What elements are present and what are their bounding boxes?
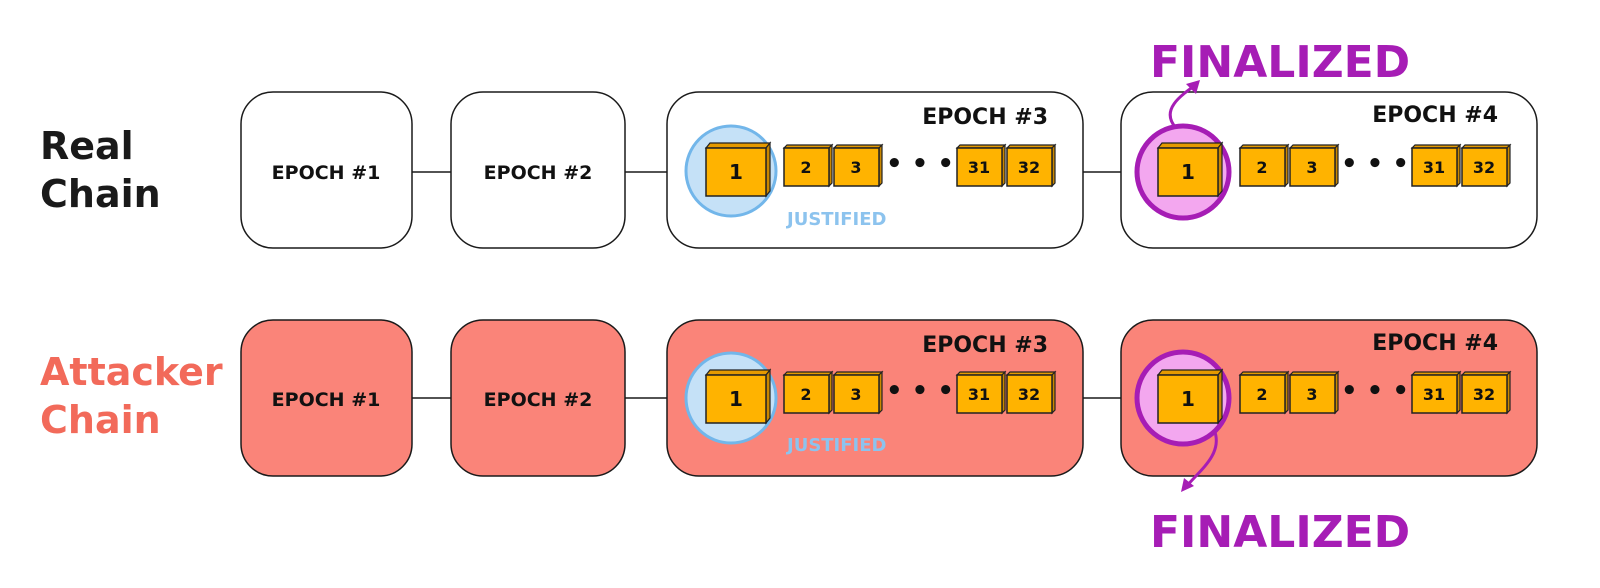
attacker-justified-label: JUSTIFIED [785, 435, 886, 456]
real-epoch-3-block-1: 1 [704, 141, 772, 198]
real-epoch-1-label: EPOCH #1 [272, 162, 381, 184]
attacker-epoch-2-box [450, 319, 626, 477]
attacker-epoch-3-block-32: 32 [1005, 370, 1057, 415]
attacker-chain-label-line1: Attacker [40, 350, 223, 394]
block-number: 1 [729, 387, 743, 411]
attacker-epoch-4-block-32: 32 [1460, 370, 1512, 415]
block-number: 3 [1306, 158, 1317, 177]
real-justified-label: JUSTIFIED [785, 209, 886, 230]
block-number: 1 [1181, 160, 1195, 184]
real-epoch-4-block-1: 1 [1156, 141, 1224, 198]
real-epoch-2-box [450, 91, 626, 249]
real-epoch-4-block-32: 32 [1460, 143, 1512, 188]
real-chain-label: Real Chain [40, 122, 161, 218]
attacker-epoch-4-block-1: 1 [1156, 368, 1224, 425]
real-epoch-4-block-3: 3 [1288, 143, 1340, 188]
attacker-epoch-4-block-31: 31 [1410, 370, 1462, 415]
block-number: 2 [800, 385, 811, 404]
attacker-epoch-3-block-31: 31 [955, 370, 1007, 415]
ellipsis: • • • [886, 376, 954, 406]
block-number: 32 [1473, 385, 1495, 404]
real-epoch-1-box [240, 91, 413, 249]
finalized-arrowhead-icon [1181, 478, 1194, 492]
real-epoch-4-block-2: 2 [1238, 143, 1290, 188]
block-number: 1 [1181, 387, 1195, 411]
real-epoch-3-block-3: 3 [832, 143, 884, 188]
block-number: 31 [968, 385, 990, 404]
finalized-label-bottom: FINALIZED [1150, 507, 1410, 558]
attacker-epoch-1-label: EPOCH #1 [272, 389, 381, 411]
block-number: 32 [1018, 158, 1040, 177]
ellipsis: • • • [1341, 376, 1409, 406]
real-chain-label-line1: Real [40, 124, 134, 168]
block-number: 2 [1256, 158, 1267, 177]
real-epoch-2-label: EPOCH #2 [484, 162, 593, 184]
block-number: 31 [1423, 385, 1445, 404]
block-number: 31 [968, 158, 990, 177]
real-chain-row: EPOCH #1 EPOCH #2 EPOCH #3 1 2 3 • • • [240, 37, 1538, 249]
real-chain-label-line2: Chain [40, 172, 161, 216]
real-epoch-4-block-31: 31 [1410, 143, 1462, 188]
attacker-chain-label: Attacker Chain [40, 348, 223, 444]
attacker-epoch-4-block-2: 2 [1238, 370, 1290, 415]
real-epoch-4-title: EPOCH #4 [1372, 103, 1498, 128]
block-number: 2 [1256, 385, 1267, 404]
attacker-epoch-4-block-3: 3 [1288, 370, 1340, 415]
block-number: 32 [1018, 385, 1040, 404]
block-number: 3 [850, 385, 861, 404]
real-epoch-3-title: EPOCH #3 [922, 105, 1048, 130]
real-epoch-3-block-2: 2 [782, 143, 834, 188]
block-number: 2 [800, 158, 811, 177]
block-number: 3 [1306, 385, 1317, 404]
finalized-label-top: FINALIZED [1150, 37, 1410, 88]
ellipsis: • • • [1341, 149, 1409, 179]
real-epoch-3-block-31: 31 [955, 143, 1007, 188]
attacker-chain-row: EPOCH #1 EPOCH #2 EPOCH #3 1 2 3 • • • [240, 319, 1538, 558]
attacker-epoch-3-block-2: 2 [782, 370, 834, 415]
attacker-epoch-1-box [240, 319, 413, 477]
block-number: 3 [850, 158, 861, 177]
attacker-chain-label-line2: Chain [40, 398, 161, 442]
attacker-epoch-3-block-1: 1 [704, 368, 772, 425]
attacker-epoch-3-title: EPOCH #3 [922, 333, 1048, 358]
block-number: 31 [1423, 158, 1445, 177]
ellipsis: • • • [886, 149, 954, 179]
block-number: 32 [1473, 158, 1495, 177]
real-epoch-3-block-32: 32 [1005, 143, 1057, 188]
finalized-arrowhead-icon [1186, 80, 1200, 94]
attacker-epoch-3-block-3: 3 [832, 370, 884, 415]
attacker-epoch-2-label: EPOCH #2 [484, 389, 593, 411]
block-number: 1 [729, 160, 743, 184]
attacker-epoch-4-title: EPOCH #4 [1372, 331, 1498, 356]
